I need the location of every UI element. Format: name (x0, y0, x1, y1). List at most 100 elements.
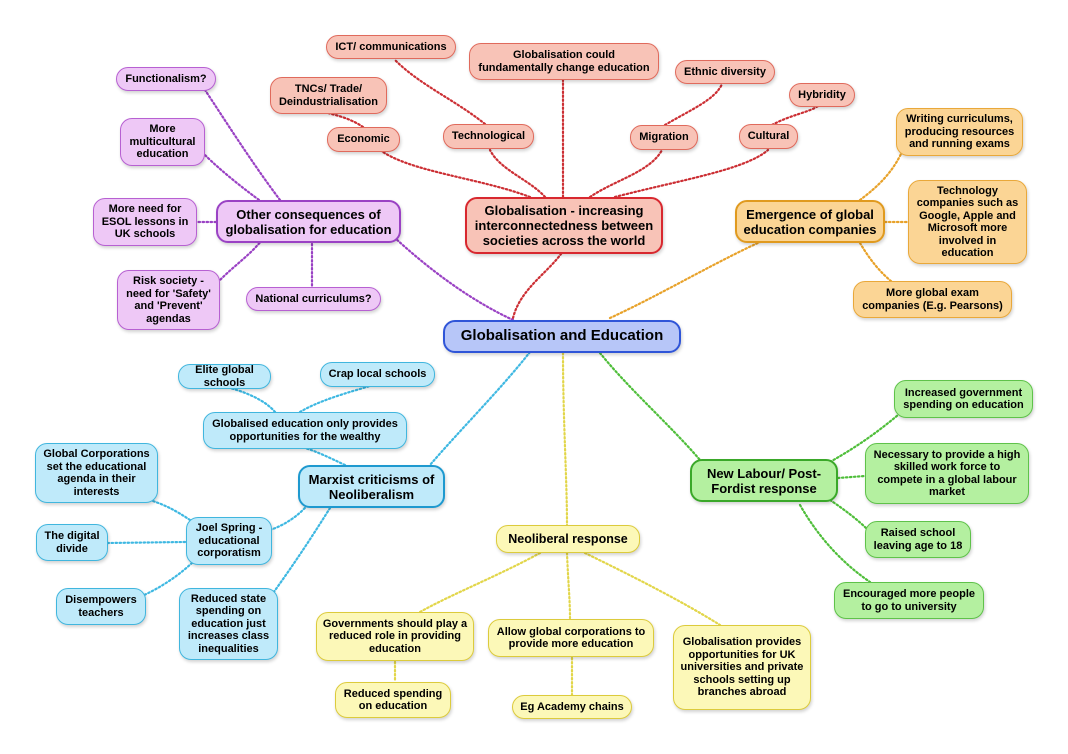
other-consequences-label: Other consequences of globalisation for … (225, 206, 392, 237)
link-joel-disempowers (140, 558, 197, 598)
marxist-criticisms-label: Marxist criticisms of Neoliberalism (308, 471, 435, 502)
central-topic-label: Globalisation and Education (460, 327, 664, 345)
migration-node[interactable]: Migration (630, 125, 698, 150)
exam-companies-label: More global exam companies (E.g. Pearson… (862, 287, 1003, 312)
ethnic-diversity-node[interactable]: Ethnic diversity (675, 60, 775, 84)
national-curriculums-node[interactable]: National curriculums? (246, 287, 381, 311)
uk-universities-node[interactable]: Globalisation provides opportunities for… (673, 625, 811, 710)
link-marxist-reduced (266, 506, 332, 602)
functionalism-node[interactable]: Functionalism? (116, 67, 216, 91)
tncs-node[interactable]: TNCs/ Trade/ Deindustrialisation (270, 77, 387, 114)
link-other-multicultural (203, 153, 264, 204)
link-emergence-writing (858, 143, 907, 202)
link-glob-cultural (613, 148, 770, 199)
exam-companies-node[interactable]: More global exam companies (E.g. Pearson… (853, 281, 1012, 318)
link-central-globalisation (511, 252, 563, 320)
link-emergence-exam (858, 241, 894, 284)
wealthy-opportunities-label: Globalised education only provides oppor… (212, 418, 398, 443)
global-corporations-node[interactable]: Global Corporations set the educational … (35, 443, 158, 503)
link-joel-digital (106, 540, 187, 545)
hybridity-node[interactable]: Hybridity (789, 83, 855, 107)
global-education-companies-node[interactable]: Emergence of global education companies (735, 200, 885, 243)
disempowers-label: Disempowers teachers (65, 594, 137, 619)
leaving-age-node[interactable]: Raised school leaving age to 18 (865, 521, 971, 558)
skilled-workforce-node[interactable]: Necessary to provide a high skilled work… (865, 443, 1029, 504)
hybridity-label: Hybridity (798, 88, 846, 101)
other-consequences-node[interactable]: Other consequences of globalisation for … (216, 200, 401, 243)
cultural-node[interactable]: Cultural (739, 124, 798, 149)
writing-curriculums-node[interactable]: Writing curriculums, producing resources… (896, 108, 1023, 156)
link-wealthy-elite (228, 386, 277, 414)
skilled-workforce-label: Necessary to provide a high skilled work… (873, 448, 1021, 499)
link-central-neoliberal (561, 351, 569, 527)
government-spending-node[interactable]: Increased government spending on educati… (894, 380, 1033, 418)
elite-schools-node[interactable]: Elite global schools (178, 364, 271, 389)
globalisation-definition-node[interactable]: Globalisation - increasing interconnecte… (465, 197, 663, 254)
writing-curriculums-label: Writing curriculums, producing resources… (904, 113, 1015, 151)
functionalism-label: Functionalism? (125, 72, 207, 85)
reduced-role-node[interactable]: Governments should play a reduced role i… (316, 612, 474, 661)
link-neoliberal-allow (565, 551, 572, 620)
neoliberal-response-node[interactable]: Neoliberal response (496, 525, 640, 553)
link-newlabour-govspend (828, 413, 900, 464)
ict-node[interactable]: ICT/ communications (326, 35, 456, 59)
link-other-risk (218, 238, 264, 282)
change-education-label: Globalisation could fundamentally change… (478, 49, 650, 74)
reduced-spending-node[interactable]: Reduced spending on education (335, 682, 451, 718)
academy-chains-node[interactable]: Eg Academy chains (512, 695, 632, 719)
academy-chains-label: Eg Academy chains (520, 700, 624, 713)
migration-label: Migration (639, 131, 689, 144)
esol-node[interactable]: More need for ESOL lessons in UK schools (93, 198, 197, 246)
digital-divide-node[interactable]: The digital divide (36, 524, 108, 561)
link-central-marxist (428, 350, 532, 467)
link-neoliberal-govts (418, 551, 542, 614)
link-central-newlabour (598, 351, 702, 462)
esol-label: More need for ESOL lessons in UK schools (101, 203, 189, 241)
marxist-criticisms-node[interactable]: Marxist criticisms of Neoliberalism (298, 465, 445, 508)
allow-corporations-node[interactable]: Allow global corporations to provide mor… (488, 619, 654, 657)
global-education-companies-label: Emergence of global education companies (743, 206, 877, 237)
economic-node[interactable]: Economic (327, 127, 400, 152)
link-migration-ethnic (663, 82, 724, 127)
technology-companies-node[interactable]: Technology companies such as Google, App… (908, 180, 1027, 264)
cultural-label: Cultural (747, 130, 790, 143)
disempowers-node[interactable]: Disempowers teachers (56, 588, 146, 625)
technological-node[interactable]: Technological (443, 124, 534, 149)
tncs-label: TNCs/ Trade/ Deindustrialisation (278, 83, 379, 108)
new-labour-node[interactable]: New Labour/ Post-Fordist response (690, 459, 838, 502)
local-schools-node[interactable]: Crap local schools (320, 362, 435, 387)
multicultural-node[interactable]: More multicultural education (120, 118, 205, 166)
university-label: Encouraged more people to go to universi… (842, 588, 976, 613)
new-labour-label: New Labour/ Post-Fordist response (706, 465, 822, 496)
digital-divide-label: The digital divide (44, 530, 100, 555)
reduced-role-label: Governments should play a reduced role i… (322, 617, 468, 655)
reduced-state-spending-label: Reduced state spending on education just… (187, 592, 270, 655)
link-cultural-hybridity (770, 104, 820, 127)
wealthy-opportunities-node[interactable]: Globalised education only provides oppor… (203, 412, 407, 449)
national-curriculums-label: National curriculums? (255, 292, 372, 305)
university-node[interactable]: Encouraged more people to go to universi… (834, 582, 984, 619)
joel-spring-label: Joel Spring - educational corporatism (195, 522, 263, 560)
link-joel-corps (148, 498, 192, 522)
link-glob-migration (588, 148, 664, 199)
ethnic-diversity-label: Ethnic diversity (684, 65, 766, 78)
link-marxist-wealthy (303, 446, 347, 467)
allow-corporations-label: Allow global corporations to provide mor… (496, 625, 646, 651)
reduced-state-spending-node[interactable]: Reduced state spending on education just… (179, 588, 278, 660)
technology-companies-label: Technology companies such as Google, App… (916, 184, 1019, 260)
reduced-spending-label: Reduced spending on education (343, 687, 443, 713)
link-economic-tncs (326, 111, 365, 129)
technological-label: Technological (451, 130, 526, 143)
change-education-node[interactable]: Globalisation could fundamentally change… (469, 43, 659, 80)
link-central-emergence (608, 240, 762, 320)
global-corporations-label: Global Corporations set the educational … (43, 448, 150, 498)
joel-spring-node[interactable]: Joel Spring - educational corporatism (186, 517, 272, 565)
risk-society-node[interactable]: Risk society - need for 'Safety' and 'Pr… (117, 270, 220, 330)
link-wealthy-crap (298, 384, 372, 414)
central-topic-node[interactable]: Globalisation and Education (443, 320, 681, 353)
risk-society-label: Risk society - need for 'Safety' and 'Pr… (126, 275, 211, 325)
link-neoliberal-unis (583, 551, 722, 627)
link-other-functionalism (203, 88, 282, 202)
link-glob-technological (488, 148, 547, 199)
